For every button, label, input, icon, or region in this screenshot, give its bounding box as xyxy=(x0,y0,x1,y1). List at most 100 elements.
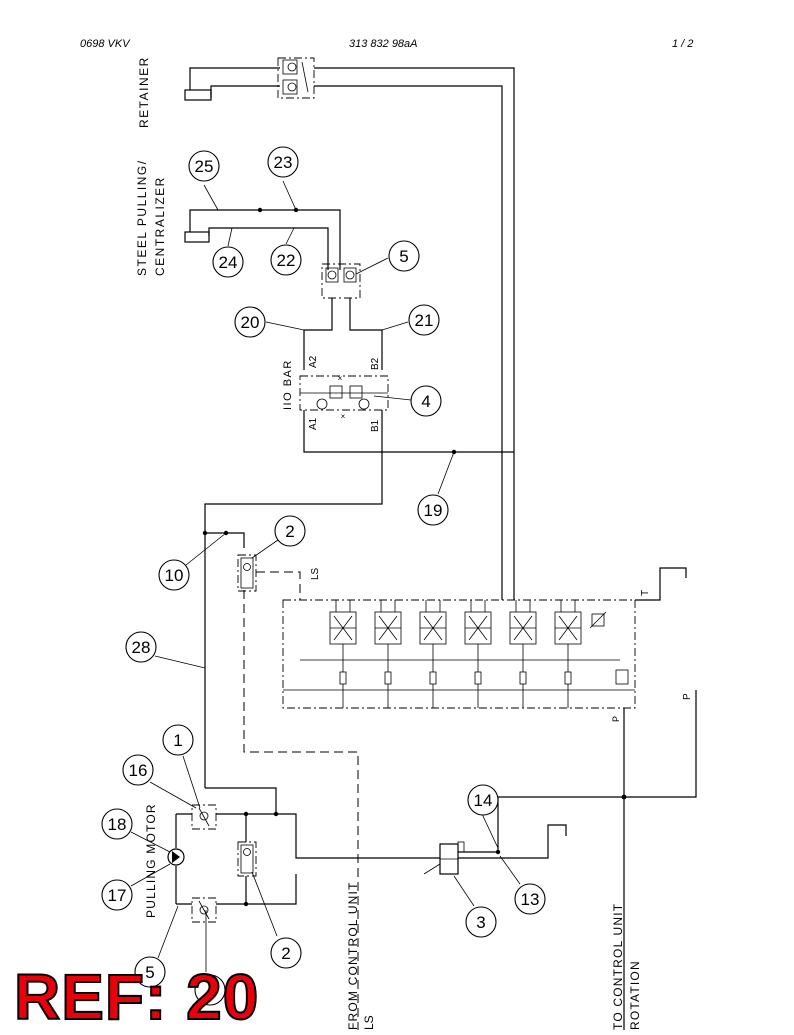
callout-4: 4 xyxy=(373,385,442,417)
label-p: P xyxy=(682,693,693,700)
motor-line-lower xyxy=(176,874,297,905)
retainer-line-a xyxy=(189,67,280,85)
line-14 xyxy=(458,796,624,853)
check-valve-2-bottom xyxy=(237,841,257,877)
iio-a1-line xyxy=(303,410,382,453)
svg-text:13: 13 xyxy=(521,890,540,909)
svg-text:24: 24 xyxy=(219,253,238,272)
retainer-return-line xyxy=(314,85,503,600)
relief-valve xyxy=(589,611,607,629)
double-check-valve-5 xyxy=(321,263,361,299)
svg-text:2: 2 xyxy=(285,522,294,541)
valve-section xyxy=(464,600,492,708)
valve-section xyxy=(554,600,582,708)
line-13 xyxy=(458,824,567,859)
callout-14: 14 xyxy=(467,784,499,849)
motor-line-upper xyxy=(176,813,440,859)
valve-sections xyxy=(329,600,629,708)
pressure-line-p xyxy=(624,690,697,798)
main-control-valve-block xyxy=(282,599,636,709)
check-valve-2-top xyxy=(237,554,257,592)
svg-text:22: 22 xyxy=(277,251,296,270)
directional-valve-3 xyxy=(423,841,465,875)
ref-stamp: REF: 20 xyxy=(13,961,260,1033)
svg-text:×: × xyxy=(341,412,346,421)
iio-bar-valve-block: × × xyxy=(299,374,389,421)
svg-text:20: 20 xyxy=(241,313,260,332)
svg-text:28: 28 xyxy=(132,638,151,657)
steel-pulling-line-a xyxy=(189,209,341,270)
label-a2: A2 xyxy=(308,355,319,368)
retainer-check-valve xyxy=(277,57,315,99)
label-ls-bottom: LS xyxy=(362,1015,376,1030)
tank-line-t xyxy=(635,567,687,601)
pressure-compensator xyxy=(615,669,629,685)
callout-17: 17 xyxy=(101,863,171,911)
label-a1: A1 xyxy=(308,417,319,430)
line-19-main xyxy=(204,452,383,672)
svg-text:25: 25 xyxy=(195,157,214,176)
callout-21: 21 xyxy=(381,304,440,336)
callout-3: 3 xyxy=(453,875,497,938)
label-ls-top: LS xyxy=(310,567,321,580)
header-left-code: 0698 VKV xyxy=(80,38,130,50)
label-to-control-unit: TO CONTROL UNIT xyxy=(611,903,625,1030)
label-steel-pulling: STEEL PULLING/ xyxy=(135,159,149,276)
header-page-number: 1 / 2 xyxy=(672,38,694,50)
svg-text:4: 4 xyxy=(421,392,430,411)
label-pulling-motor: PULLING MOTOR xyxy=(144,803,158,918)
svg-text:14: 14 xyxy=(474,791,493,810)
label-rotation: ROTATION xyxy=(628,960,642,1030)
ls-pilot-line xyxy=(243,590,359,1030)
callout-2-top: 2 xyxy=(251,515,306,559)
valve-section xyxy=(329,600,357,708)
valve-section xyxy=(509,600,537,708)
callout-13: 13 xyxy=(499,855,546,915)
callout-16: 16 xyxy=(122,754,197,809)
svg-text:17: 17 xyxy=(108,886,127,905)
svg-text:2: 2 xyxy=(281,944,290,963)
label-centralizer: CENTRALIZER xyxy=(153,176,167,276)
pulling-motor-circuit xyxy=(191,804,217,923)
line-28-lower xyxy=(205,787,277,812)
retainer-cylinder xyxy=(184,85,212,101)
callout-22: 22 xyxy=(270,227,302,276)
svg-text:18: 18 xyxy=(108,815,127,834)
callout-5-bottom: 5 xyxy=(134,905,179,988)
pulling-motor xyxy=(167,848,185,866)
callout-2-bottom: 2 xyxy=(251,871,302,969)
svg-text:5: 5 xyxy=(399,247,408,266)
callout-10: 10 xyxy=(158,532,227,591)
callout-20: 20 xyxy=(234,306,305,338)
label-b1: B1 xyxy=(370,419,381,432)
svg-text:23: 23 xyxy=(274,153,293,172)
valve-section xyxy=(374,600,402,708)
label-p-small: P xyxy=(611,716,621,722)
label-retainer: RETAINER xyxy=(137,56,151,128)
iio-b1-line xyxy=(381,410,514,453)
steel-pulling-cylinder xyxy=(184,226,210,243)
callout-1: 1 xyxy=(162,724,201,809)
line-10 xyxy=(205,532,245,548)
retainer-supply-line xyxy=(314,67,515,600)
svg-text:×: × xyxy=(338,374,343,383)
callout-24: 24 xyxy=(212,227,244,278)
callout-19: 19 xyxy=(417,451,455,526)
steel-pulling-line-b xyxy=(208,227,329,270)
svg-text:1: 1 xyxy=(173,731,182,750)
svg-text:19: 19 xyxy=(424,501,443,520)
svg-text:10: 10 xyxy=(165,566,184,585)
svg-text:16: 16 xyxy=(129,761,148,780)
valve-section xyxy=(419,600,447,708)
header-drawing-number: 313 832 98aA xyxy=(349,38,418,50)
label-iio-bar: IIO BAR xyxy=(282,359,294,410)
callout-23: 23 xyxy=(267,146,299,211)
svg-text:3: 3 xyxy=(476,913,485,932)
callout-partial xyxy=(194,910,226,1006)
ls-pilot-line-top xyxy=(256,571,301,600)
callout-5-top: 5 xyxy=(355,240,420,275)
callout-25: 25 xyxy=(188,150,220,211)
callout-28: 28 xyxy=(125,631,206,669)
label-b2: B2 xyxy=(370,357,381,370)
